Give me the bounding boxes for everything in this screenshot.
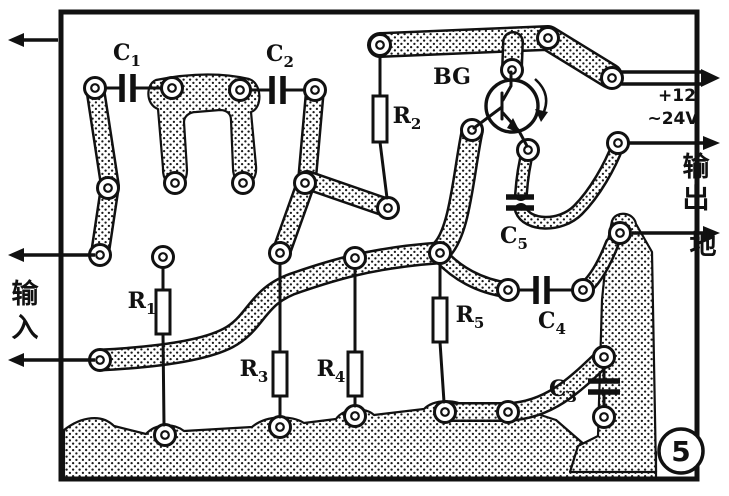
solder-pad: [228, 78, 252, 102]
capacitor-c2: [249, 76, 306, 104]
solder-pad: [96, 176, 120, 200]
figure-number-text: 5: [671, 435, 690, 468]
solder-pad: [368, 33, 392, 57]
power-label-line1: +12: [658, 86, 696, 106]
output-arrow: [628, 136, 720, 150]
ground-pour-right: [568, 212, 658, 474]
input-label-char2: 入: [12, 313, 39, 344]
board-outline: [58, 9, 700, 482]
solder-pad: [600, 66, 624, 90]
label-r3: R3: [240, 356, 269, 386]
power-arrow: [620, 69, 720, 87]
components: [104, 54, 620, 427]
label-c5: C5: [500, 223, 528, 253]
input-arrow-2: [8, 353, 95, 367]
solder-pad: [606, 131, 630, 155]
solder-pad: [496, 400, 520, 424]
solder-pad: [592, 405, 616, 429]
resistor-r4: [346, 267, 364, 408]
label-r5: R5: [456, 302, 485, 332]
figure-number-badge: 5: [657, 427, 705, 475]
r2-branch-trace: [299, 172, 396, 216]
solder-pad: [151, 245, 175, 269]
resistor-r3: [271, 262, 289, 419]
terminal-arrows: [8, 33, 720, 367]
transistor-base-lead: [472, 105, 504, 130]
transistor-bg: [472, 70, 548, 148]
input-label-char1: 输: [12, 278, 40, 310]
solder-pad: [433, 400, 457, 424]
solder-pad: [83, 76, 107, 100]
solder-pad: [293, 171, 317, 195]
solder-pad: [160, 76, 184, 100]
capacitor-c3: [588, 366, 620, 408]
labels: C1 C2 R2 BG C5 C4 C3 R1 R3 R4 R5 输 入 输 出…: [12, 40, 717, 406]
solder-pad: [516, 138, 540, 162]
solder-pad: [376, 196, 400, 220]
solder-pad: [303, 78, 327, 102]
emitter-arrow-icon: [507, 118, 521, 134]
copper-blob-center-left: [147, 73, 261, 188]
label-r4: R4: [317, 356, 346, 386]
capacitor-c5: [506, 194, 534, 211]
c5-to-output-trace: [516, 140, 623, 228]
solder-pad: [592, 345, 616, 369]
label-c3: C3: [549, 376, 577, 406]
solder-pad: [153, 423, 177, 447]
input-arrow-1: [8, 248, 95, 262]
annotation-arrowhead-icon: [535, 109, 548, 122]
label-c2: C2: [266, 41, 294, 71]
transistor-collector-lead: [501, 70, 513, 102]
output-label-char2: 出: [683, 184, 710, 215]
label-r2: R2: [393, 103, 422, 133]
solder-pad: [268, 415, 292, 439]
solder-pad: [268, 241, 292, 265]
solder-pad: [231, 171, 255, 195]
solder-pad: [343, 246, 367, 270]
input-arrow-top: [8, 33, 58, 47]
power-label-line2: ~24V: [647, 109, 699, 129]
output-label-char1: 输: [683, 151, 711, 183]
resistor-r2: [371, 54, 389, 200]
serpentine-signal-trace: [91, 123, 481, 369]
solder-pad: [496, 278, 520, 302]
label-r1: R1: [128, 288, 157, 318]
solder-pad: [428, 241, 452, 265]
capacitor-c1: [104, 74, 163, 102]
label-bg: BG: [433, 64, 471, 90]
solder-pad: [608, 221, 632, 245]
resistor-r5: [431, 262, 449, 404]
capacitor-c4: [517, 276, 574, 304]
ground-label: 地: [690, 230, 717, 261]
resistor-r1: [154, 266, 172, 427]
label-c1: C1: [113, 40, 141, 70]
solder-pad: [163, 171, 187, 195]
solder-pad: [343, 404, 367, 428]
solder-pad: [536, 26, 560, 50]
ground-arrow: [632, 226, 720, 240]
solder-pad: [571, 278, 595, 302]
figure-number-circle: [657, 427, 705, 475]
label-c4: C4: [538, 308, 566, 338]
